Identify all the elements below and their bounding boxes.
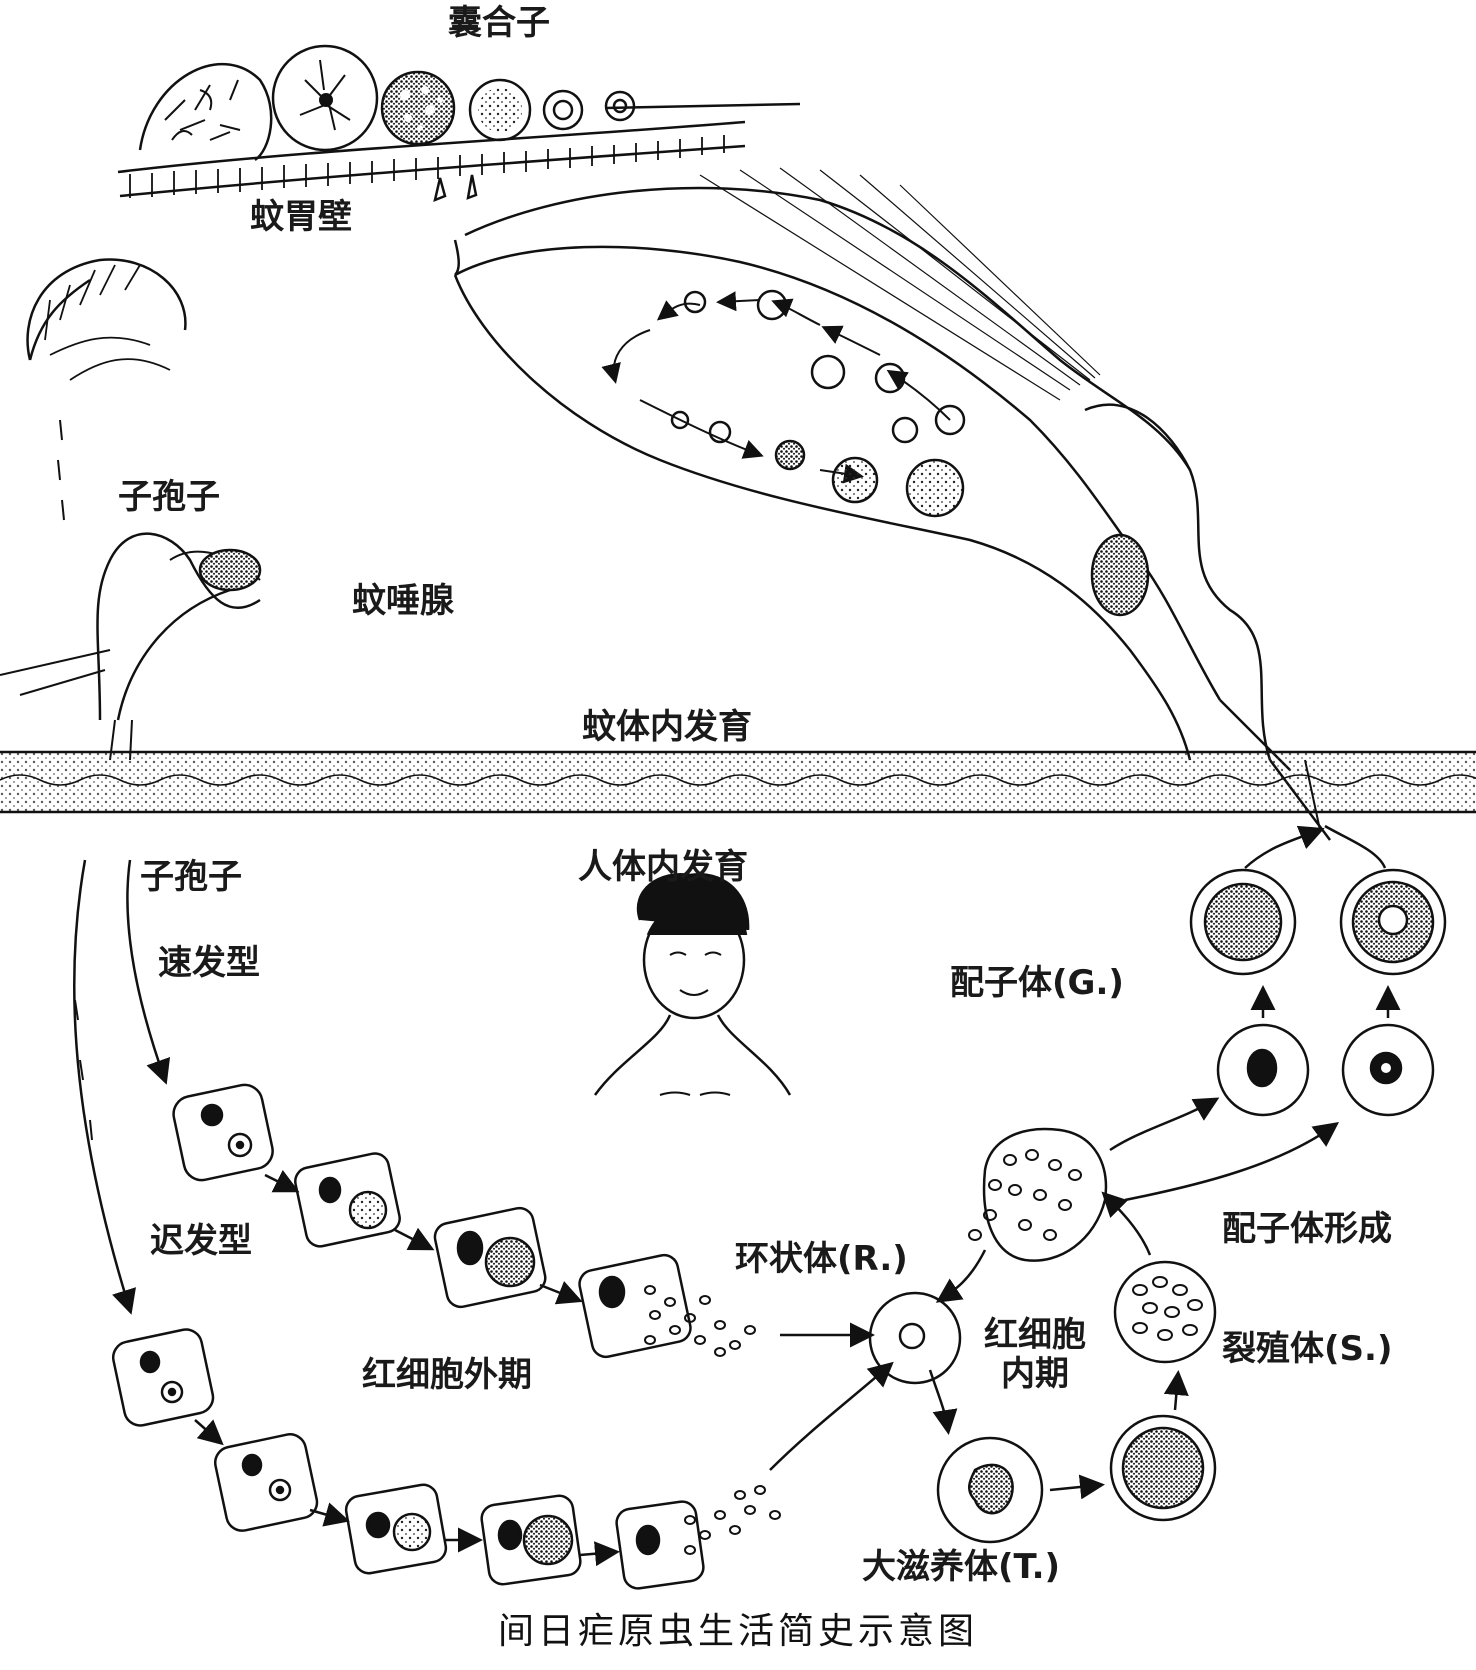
mosquito-stomach-wall xyxy=(117,102,801,198)
oocyst-series xyxy=(138,44,636,203)
label-gametocyte: 配子体(G.) xyxy=(950,963,1124,1003)
label-ring-stage: 环状体(R.) xyxy=(735,1239,908,1279)
label-bradysporozoite: 迟发型 xyxy=(150,1221,252,1261)
label-stomach-wall: 蚊胃壁 xyxy=(250,197,352,237)
label-exo-erythrocytic: 红细胞外期 xyxy=(362,1355,532,1395)
label-salivary-gland: 蚊唾腺 xyxy=(352,581,454,621)
figure-caption: 间日疟原虫生活简史示意图 xyxy=(497,1611,978,1652)
skin-layer xyxy=(0,750,1476,814)
label-oocyst: 囊合子 xyxy=(448,3,550,43)
label-trophozoite: 大滋养体(T.) xyxy=(862,1547,1061,1587)
label-mosquito-development: 蚊体内发育 xyxy=(582,707,752,747)
label-erythrocytic-line1: 红细胞 xyxy=(984,1315,1086,1355)
liver-stage-tachy xyxy=(126,859,875,1359)
blood-meal-proboscis xyxy=(1304,759,1321,831)
label-tachysporozoite: 速发型 xyxy=(158,943,260,983)
erythrocytic-cycle xyxy=(868,824,1447,1544)
label-schizont: 裂殖体(S.) xyxy=(1222,1329,1393,1369)
label-erythrocytic-stage: 红细胞 内期 xyxy=(970,1315,1100,1395)
label-gametocyte-formation: 配子体形成 xyxy=(1222,1209,1392,1249)
label-erythrocytic-line2: 内期 xyxy=(1001,1354,1069,1395)
human-figure xyxy=(593,872,792,1096)
label-human-development: 人体内发育 xyxy=(578,847,748,887)
label-sporozoite-human: 子孢子 xyxy=(140,857,242,897)
mosquito-stomach xyxy=(453,167,1331,841)
label-sporozoite-mosquito: 子孢子 xyxy=(118,477,220,517)
liver-stage-brady xyxy=(73,859,894,1590)
